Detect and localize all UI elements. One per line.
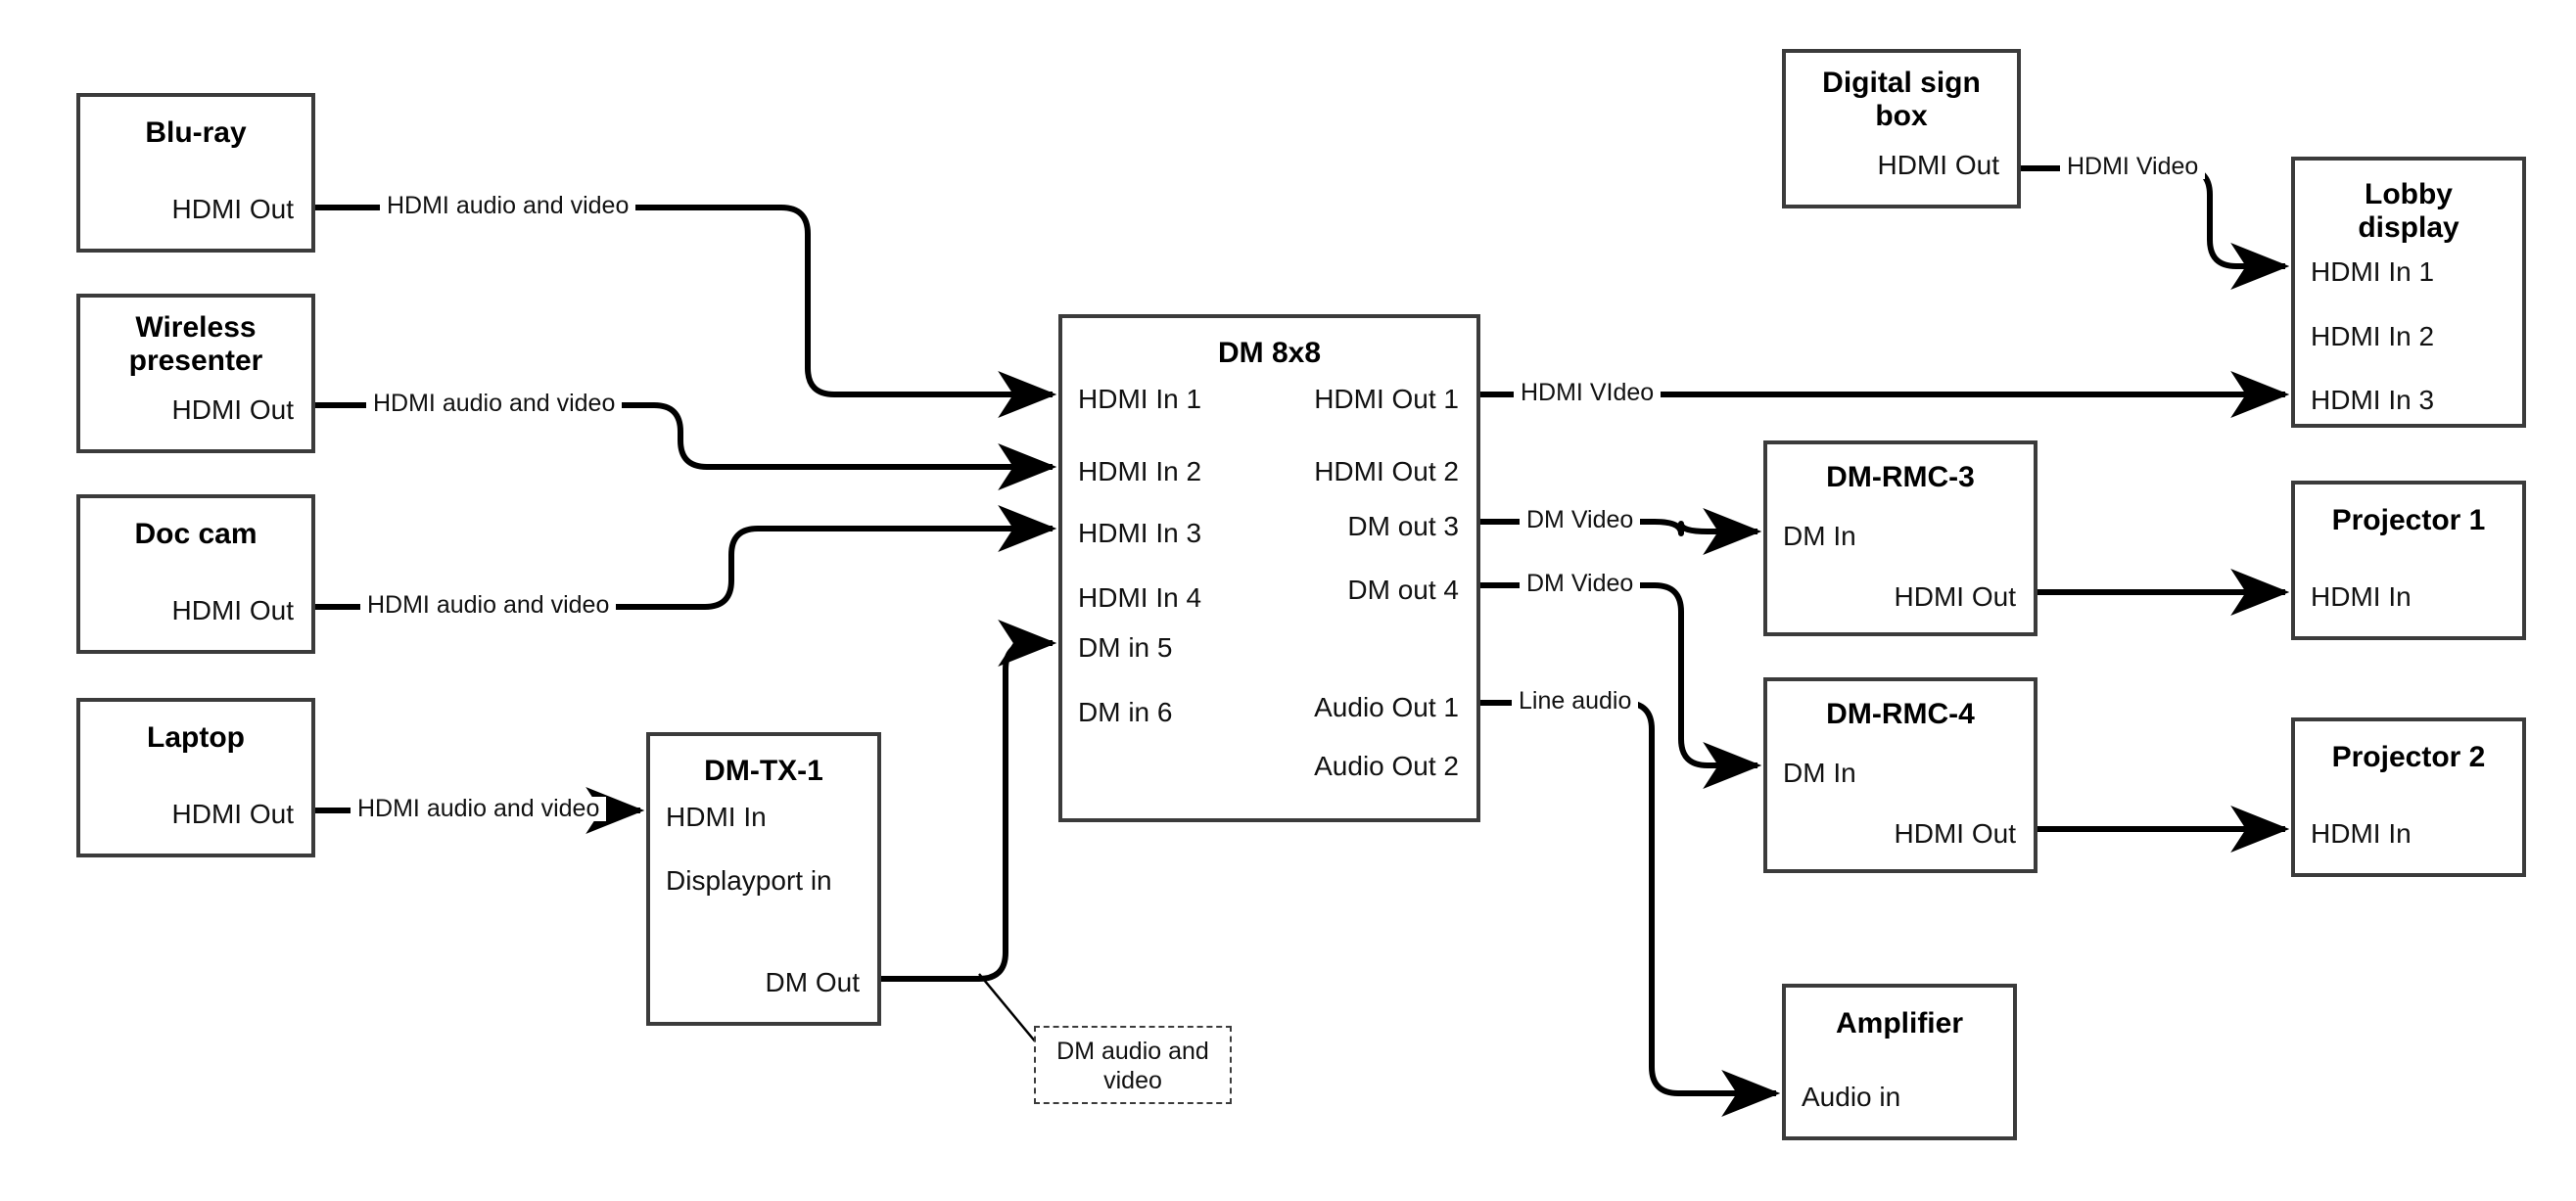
node-dm-8x8-title: DM 8x8 (1217, 337, 1322, 369)
node-laptop-port-hdmi-out[interactable]: HDMI Out (171, 799, 294, 829)
node-dm-tx-1-title: DM-TX-1 (704, 755, 823, 787)
node-doc-cam[interactable]: Doc cam HDMI Out (76, 494, 315, 654)
node-dm-tx-1-port-hdmi-in[interactable]: HDMI In (666, 802, 767, 832)
node-wireless-presenter-port-hdmi-out[interactable]: HDMI Out (171, 394, 294, 425)
wire-label-line-audio: Line audio (1512, 689, 1639, 714)
node-doc-cam-port-hdmi-out[interactable]: HDMI Out (171, 595, 294, 625)
node-wireless-presenter-title-line2: presenter (128, 345, 263, 377)
wire-label-laptop: HDMI audio and video (351, 797, 607, 821)
wire-label-hdmi-video-sign: HDMI Video (2060, 155, 2206, 179)
node-digital-sign-box-port-hdmi-out[interactable]: HDMI Out (1877, 150, 1999, 180)
node-amplifier-port-audio-in[interactable]: Audio in (1802, 1082, 1901, 1112)
node-dm-tx-1[interactable]: DM-TX-1 HDMI In Displayport in DM Out (646, 732, 881, 1026)
wire-audio-out-1-to-amplifier (1480, 700, 1781, 1117)
wire-blu-ray-to-hdmi-in-1 (315, 205, 1057, 418)
wire-dm-tx-1-to-dm-in-5 (881, 620, 1057, 982)
node-amplifier-title: Amplifier (1835, 1007, 1964, 1039)
node-digital-sign-box[interactable]: Digital sign box HDMI Out (1782, 49, 2021, 208)
node-lobby-display-title-line2: display (2358, 211, 2459, 244)
node-dm-rmc-4-title: DM-RMC-4 (1826, 698, 1975, 730)
node-lobby-display-port-hdmi-in-2[interactable]: HDMI In 2 (2311, 321, 2435, 351)
node-dm-8x8-output-dm-out-3[interactable]: DM out 3 (1347, 511, 1459, 541)
node-amplifier[interactable]: Amplifier Audio in (1782, 984, 2017, 1140)
node-dm-rmc-3-port-hdmi-out[interactable]: HDMI Out (1894, 581, 2016, 612)
node-lobby-display[interactable]: Lobby display HDMI In 1 HDMI In 2 HDMI I… (2291, 157, 2526, 428)
node-dm-rmc-3[interactable]: DM-RMC-3 DM In HDMI Out (1763, 440, 2037, 636)
node-projector-2-port-hdmi-in[interactable]: HDMI In (2311, 818, 2412, 849)
node-blu-ray-port-hdmi-out[interactable]: HDMI Out (171, 194, 294, 224)
node-dm-rmc-4[interactable]: DM-RMC-4 DM In HDMI Out (1763, 677, 2037, 873)
node-projector-2[interactable]: Projector 2 HDMI In (2291, 717, 2526, 877)
node-projector-1-title: Projector 1 (2331, 504, 2486, 536)
node-doc-cam-title: Doc cam (134, 518, 258, 550)
node-laptop-title: Laptop (147, 721, 245, 754)
node-dm-tx-1-port-displayport-in[interactable]: Displayport in (666, 865, 832, 896)
node-dm-8x8-output-dm-out-4[interactable]: DM out 4 (1347, 575, 1459, 605)
wire-label-wireless-presenter: HDMI audio and video (366, 392, 623, 416)
node-blu-ray-title: Blu-ray (145, 116, 247, 149)
node-digital-sign-box-title-line1: Digital sign (1822, 67, 1981, 99)
node-dm-8x8-output-hdmi-out-1[interactable]: HDMI Out 1 (1314, 384, 1459, 414)
node-projector-1-port-hdmi-in[interactable]: HDMI In (2311, 581, 2412, 612)
node-projector-1[interactable]: Projector 1 HDMI In (2291, 481, 2526, 640)
node-wireless-presenter[interactable]: Wireless presenter HDMI Out (76, 294, 315, 453)
node-dm-rmc-4-port-hdmi-out[interactable]: HDMI Out (1894, 818, 2016, 849)
wire-label-doc-cam: HDMI audio and video (360, 593, 617, 618)
node-dm-rmc-3-title: DM-RMC-3 (1826, 461, 1975, 493)
node-wireless-presenter-title-line1: Wireless (135, 311, 257, 344)
wire-label-hdmi-video-out-1: HDMI VIdeo (1514, 381, 1662, 405)
wire-dm-out-4-to-dm-rmc-4 (1480, 582, 1762, 789)
node-dm-8x8-input-dm-in-5[interactable]: DM in 5 (1078, 632, 1173, 663)
node-dm-8x8-input-hdmi-in-1[interactable]: HDMI In 1 (1078, 384, 1202, 414)
node-blu-ray[interactable]: Blu-ray HDMI Out (76, 93, 315, 253)
node-lobby-display-port-hdmi-in-3[interactable]: HDMI In 3 (2311, 385, 2435, 415)
callout-line-1: DM audio and (1056, 1038, 1209, 1065)
node-dm-8x8-output-audio-out-2[interactable]: Audio Out 2 (1314, 751, 1459, 781)
node-dm-8x8-output-audio-out-1[interactable]: Audio Out 1 (1314, 692, 1459, 722)
wire-digital-sign-to-lobby-hdmi-in-1 (2021, 165, 2290, 290)
node-dm-rmc-4-port-dm-in[interactable]: DM In (1783, 758, 1856, 788)
node-laptop[interactable]: Laptop HDMI Out (76, 698, 315, 857)
wire-label-dm-video-4: DM Video (1520, 572, 1641, 596)
wire-label-blu-ray: HDMI audio and video (380, 194, 636, 218)
node-dm-8x8[interactable]: DM 8x8 HDMI In 1 HDMI In 2 HDMI In 3 HDM… (1058, 314, 1480, 822)
wire-label-dm-video-3: DM Video (1520, 508, 1641, 532)
node-dm-8x8-input-dm-in-6[interactable]: DM in 6 (1078, 697, 1173, 727)
callout-line-2: video (1103, 1067, 1162, 1094)
node-digital-sign-box-title-line2: box (1875, 100, 1928, 132)
node-lobby-display-port-hdmi-in-1[interactable]: HDMI In 1 (2311, 256, 2435, 287)
node-dm-tx-1-port-dm-out[interactable]: DM Out (765, 967, 860, 997)
node-dm-8x8-input-hdmi-in-2[interactable]: HDMI In 2 (1078, 456, 1202, 486)
node-dm-8x8-output-hdmi-out-2[interactable]: HDMI Out 2 (1314, 456, 1459, 486)
node-dm-8x8-input-hdmi-in-3[interactable]: HDMI In 3 (1078, 518, 1202, 548)
node-lobby-display-title-line1: Lobby (2365, 178, 2453, 210)
node-dm-8x8-input-hdmi-in-4[interactable]: HDMI In 4 (1078, 582, 1202, 613)
node-projector-2-title: Projector 2 (2331, 741, 2486, 773)
callout-dm-audio-and-video: DM audio and video (1034, 1026, 1232, 1104)
node-dm-rmc-3-port-dm-in[interactable]: DM In (1783, 521, 1856, 551)
